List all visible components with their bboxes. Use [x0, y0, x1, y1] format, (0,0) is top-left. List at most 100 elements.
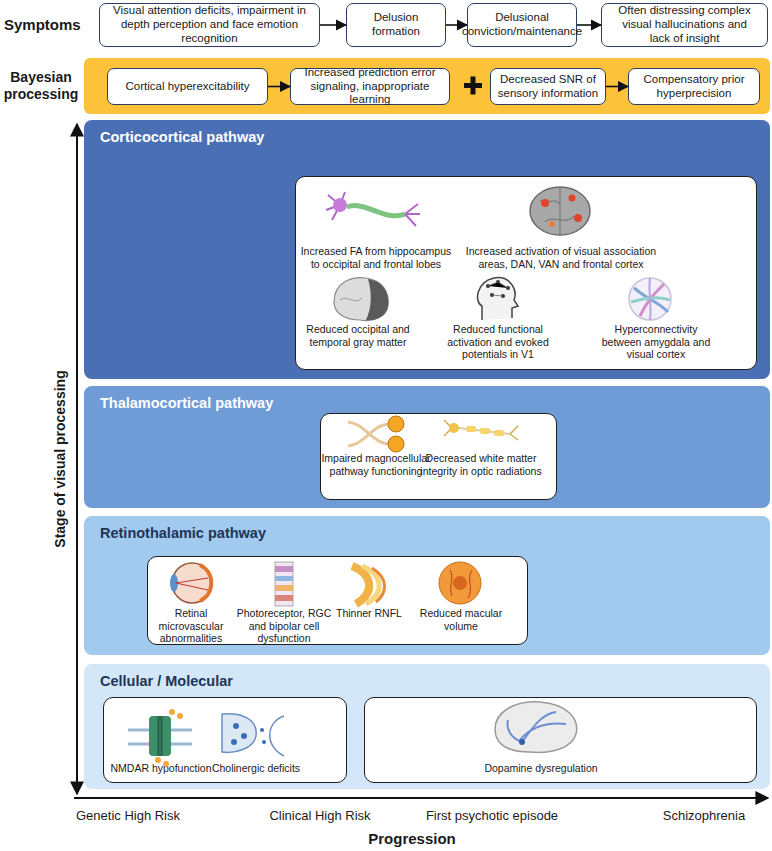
finding-text: Photoreceptor, RGC and bipolar cell dysf… [234, 607, 334, 645]
band-title: Retinothalamic pathway [100, 525, 266, 541]
process-box: Compensatory prior hyperprecision [628, 68, 760, 105]
axis-tick-label: Clinical High Risk [245, 808, 395, 823]
neuron-icon-part [333, 198, 347, 212]
brain-activation-icon-part [574, 214, 582, 222]
connectivity-wheel-icon-part [629, 278, 671, 320]
synapse-icon-part [222, 714, 256, 753]
connectivity-wheel-icon [629, 278, 671, 320]
connectivity-wheel-icon-part [634, 288, 668, 312]
dopamine-brain-icon-part [519, 739, 525, 745]
plus-symbol-part [471, 77, 476, 95]
synapse-icon-part [262, 740, 266, 744]
gray-matter-brain-icon-part [334, 278, 388, 321]
synapse-icon-part [270, 716, 284, 756]
pathway-band: Cellular / MolecularNMDAR hypofunctionCh… [84, 664, 770, 789]
rnfl-icon-part [362, 566, 379, 604]
synapse-icon-part [260, 728, 264, 732]
myelinated-axon-icon-part [466, 426, 476, 432]
axis-tick-label: First psychotic episode [407, 808, 577, 823]
nmda-receptor-icon-part [157, 716, 163, 756]
neuron-icon-part [326, 192, 345, 220]
magnocellular-eyes-icon-part [348, 422, 390, 446]
box-text: Decreased SNR of sensory information [497, 73, 599, 101]
eeg-head-icon-part [490, 293, 494, 297]
retinal-layers-icon [275, 562, 293, 606]
gray-matter-brain-icon [334, 278, 388, 321]
synapse-icon-part [231, 739, 237, 745]
plus-symbol [464, 77, 482, 95]
eeg-head-icon-part [478, 278, 518, 320]
axis-tick-label: Genetic High Risk [53, 808, 203, 823]
finding-text: Increased activation of visual associati… [456, 245, 666, 270]
finding-text: Decreased white matter integrity in opti… [416, 452, 546, 477]
brain-activation-icon-part [569, 195, 576, 202]
process-box: Increased prediction error signaling, in… [290, 68, 450, 105]
finding-text: Reduced functional activation and evoked… [431, 323, 566, 361]
magnocellular-eyes-icon [348, 416, 404, 452]
dopamine-brain-icon [495, 702, 577, 753]
macula-icon [439, 562, 481, 604]
dopamine-brain-icon-part [508, 720, 522, 742]
symptom-box: Visual attention deficits, impairment in… [99, 3, 320, 47]
plus-symbol-part [464, 83, 482, 88]
row-heading: Bayesian processing [2, 58, 80, 114]
brain-activation-icon-part [549, 221, 555, 227]
axis-title: Stage of visual processing [52, 329, 68, 589]
finding-text: Dopamine dysregulation [441, 762, 641, 775]
connectivity-wheel-icon-part [649, 278, 650, 320]
box-text: Often distressing complex visual halluci… [614, 4, 755, 45]
myelinated-axon-icon [444, 420, 518, 440]
rnfl-icon-part [372, 568, 385, 602]
process-box: Cortical hyperexcitability [107, 68, 268, 105]
eeg-head-icon-part [486, 284, 490, 288]
flow-arrow [577, 24, 601, 26]
stage-axis-part [76, 124, 78, 794]
nmda-receptor-icon-part [155, 757, 161, 763]
connectivity-wheel-icon-part [631, 298, 670, 302]
synapse-icon-part [241, 733, 247, 739]
myelinated-axon-icon-part [449, 423, 459, 433]
findings-panel: Impaired magnocellular pathway functioni… [320, 413, 557, 500]
dopamine-brain-icon-part [522, 712, 556, 742]
process-box: Decreased SNR of sensory information [490, 68, 606, 105]
brain-activation-icon-part [541, 199, 549, 207]
myelinated-axon-icon-part [510, 426, 518, 440]
findings-panel: NMDAR hypofunctionCholinergic deficits [103, 697, 347, 783]
symptom-box: Delusional conviction/maintenance [467, 3, 577, 47]
eye-icon-part [176, 578, 208, 590]
nmda-receptor-icon-part [177, 713, 183, 719]
neuron-icon-part [405, 204, 420, 226]
eye-icon-part [170, 574, 178, 592]
finding-text: Increased FA from hippocampus to occipit… [296, 245, 456, 270]
magnocellular-eyes-icon-part [388, 436, 404, 452]
brain-activation-icon-part [540, 188, 574, 234]
nmda-receptor-icon-part [128, 729, 192, 732]
nmda-receptor-icon-part [128, 743, 192, 746]
retinal-layers-icon-part [275, 595, 293, 601]
neuron-icon-part [347, 206, 405, 216]
band-title: Corticocortical pathway [100, 129, 264, 145]
box-text: Delusion formation [359, 11, 433, 39]
myelinated-axon-icon-part [494, 430, 504, 436]
synapse-icon-part [233, 723, 239, 729]
findings-panel: Increased FA from hippocampus to occipit… [295, 176, 757, 370]
band-title: Cellular / Molecular [100, 673, 233, 689]
macula-icon-part [450, 570, 472, 598]
eye-icon-part [172, 563, 212, 603]
finding-text: Cholinergic deficits [201, 762, 311, 775]
findings-panel: Retinal microvascular abnormalitiesPhoto… [147, 556, 528, 645]
bayesian-band: Bayesian processingCortical hyperexcitab… [84, 58, 770, 114]
box-text: Cortical hyperexcitability [126, 80, 250, 94]
finding-text: Reduced occipital and temporal gray matt… [298, 323, 418, 348]
retinal-layers-icon-part [275, 576, 293, 581]
symptom-box: Often distressing complex visual halluci… [601, 3, 768, 47]
pathway-band: Corticocortical pathwayIncreased FA from… [84, 120, 770, 379]
nmda-receptor-icon-part [169, 709, 175, 715]
pathway-band: Retinothalamic pathwayRetinal microvascu… [84, 516, 770, 655]
rnfl-icon-part [352, 566, 369, 604]
rnfl-icon [352, 566, 385, 604]
flow-arrow [446, 24, 467, 26]
eeg-head-icon-part [496, 280, 500, 284]
eye-icon-part [200, 565, 211, 601]
